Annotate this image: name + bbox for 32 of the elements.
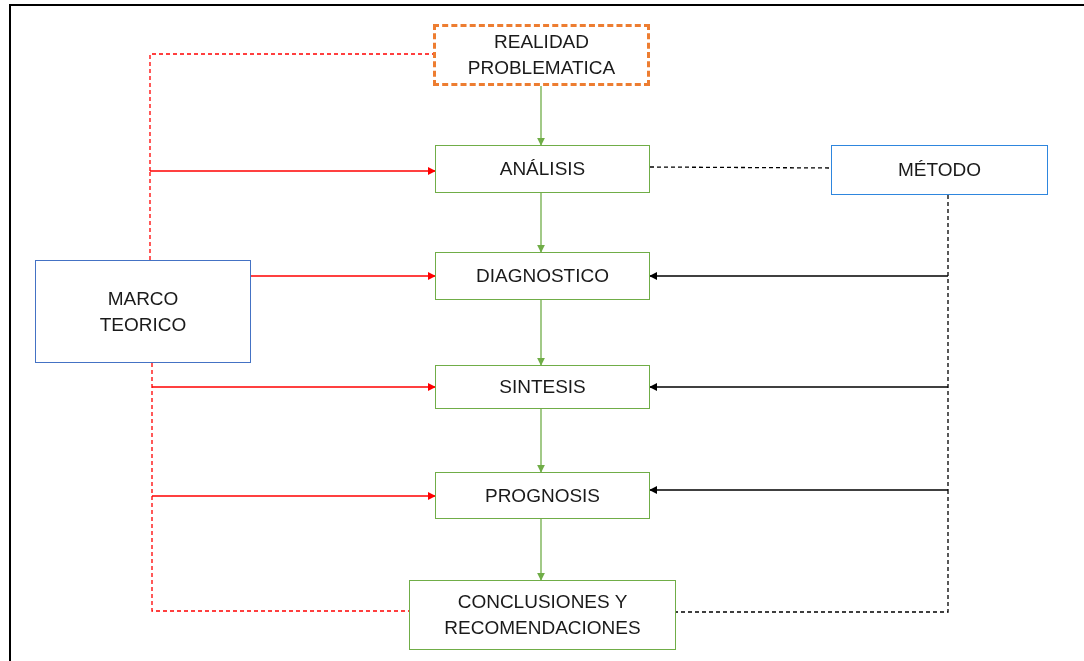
node-label: PROGNOSIS (484, 483, 601, 508)
arrow (649, 383, 949, 391)
arrow (649, 272, 949, 280)
process-box (435, 472, 650, 519)
process-box (433, 24, 650, 86)
arrow (537, 518, 545, 581)
arrow (649, 486, 949, 494)
arrow (537, 408, 545, 473)
process-box (409, 580, 676, 650)
node-label: MÉTODO (897, 158, 981, 183)
arrow (250, 272, 436, 280)
node-label: MARCO TEORICO (98, 286, 188, 337)
arrow (151, 383, 436, 391)
input-box (35, 260, 251, 363)
node-label: CONCLUSIONES Y RECOMENDACIONES (443, 590, 642, 640)
input-box (831, 145, 1048, 195)
connector-line (649, 166, 832, 169)
node-label: ANÁLISIS (499, 157, 586, 182)
node-label: DIAGNOSTICO (476, 264, 609, 289)
connector-line (947, 194, 949, 491)
process-box (435, 252, 650, 300)
connector-line (675, 489, 949, 613)
arrow (149, 167, 436, 175)
arrow (537, 299, 545, 366)
connector-line (149, 170, 151, 261)
node-label: REALIDAD PROBLEMATICA (466, 30, 617, 80)
arrow (537, 192, 545, 253)
arrow (151, 492, 436, 500)
process-box (435, 365, 650, 409)
arrow (537, 85, 545, 146)
process-box (435, 145, 650, 193)
node-label: SINTESIS (499, 375, 586, 400)
